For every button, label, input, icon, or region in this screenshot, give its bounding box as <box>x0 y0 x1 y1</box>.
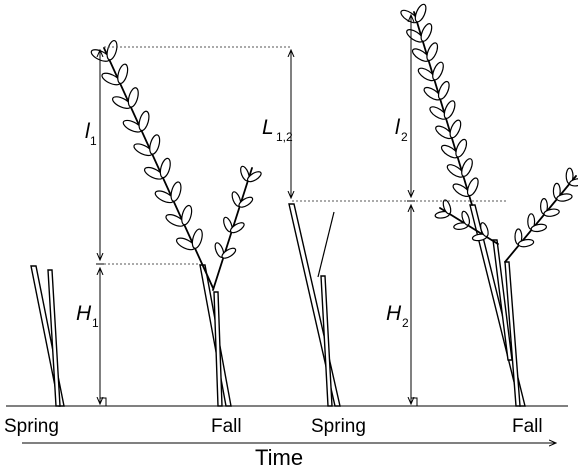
label-l1-sub: 1 <box>90 134 97 148</box>
spikelet <box>246 171 262 183</box>
spikelet <box>480 222 489 238</box>
label-l2-sub: 2 <box>401 130 408 144</box>
label-h2-sub: 2 <box>402 316 409 330</box>
spikelet <box>466 177 479 197</box>
spikelet <box>517 238 535 248</box>
label-l2: l <box>395 116 401 139</box>
label-l12: L <box>262 116 274 139</box>
spikelet <box>138 110 150 132</box>
spikelet <box>543 208 560 217</box>
spikelet <box>426 42 439 62</box>
spikelet <box>229 222 245 234</box>
label-h1-sub: 1 <box>92 316 99 330</box>
plant-fall-2 <box>400 3 578 407</box>
label-spring-2: Spring <box>311 416 366 437</box>
label-l1: l <box>85 120 91 143</box>
spikelet <box>221 247 237 259</box>
spikelet <box>127 87 139 108</box>
spikelet <box>556 193 573 202</box>
spikelet <box>191 228 203 249</box>
label-time: Time <box>255 445 303 467</box>
label-spring-1: Spring <box>4 416 59 437</box>
plant-spring-2 <box>288 203 341 407</box>
spikelet <box>437 80 450 100</box>
spikelet <box>442 199 452 215</box>
spikelet <box>414 3 427 23</box>
spikelet <box>455 138 468 158</box>
dimension-l1-h1 <box>96 50 107 406</box>
spikelet <box>420 23 433 42</box>
spikelet <box>181 204 193 226</box>
spikelet <box>117 63 129 85</box>
spikelet <box>159 157 171 179</box>
plant-fall-1 <box>90 39 262 407</box>
plant-spring-1 <box>30 265 65 407</box>
spikelet <box>106 39 118 61</box>
spikelet <box>530 223 548 233</box>
label-h1: H <box>76 302 92 325</box>
spikelet <box>238 196 254 208</box>
spikelet <box>461 158 473 177</box>
spikelet <box>170 181 182 202</box>
dimension-l2-h2 <box>407 15 418 406</box>
spikelet <box>443 100 456 119</box>
spikelet <box>149 134 161 155</box>
label-fall-1: Fall <box>211 416 242 437</box>
label-h2: H <box>386 302 402 325</box>
spikelet <box>461 210 471 226</box>
spikelet <box>432 61 444 81</box>
label-fall-2: Fall <box>512 416 543 437</box>
spikelet <box>449 119 462 139</box>
label-l12-sub: 1,2 <box>276 130 293 144</box>
